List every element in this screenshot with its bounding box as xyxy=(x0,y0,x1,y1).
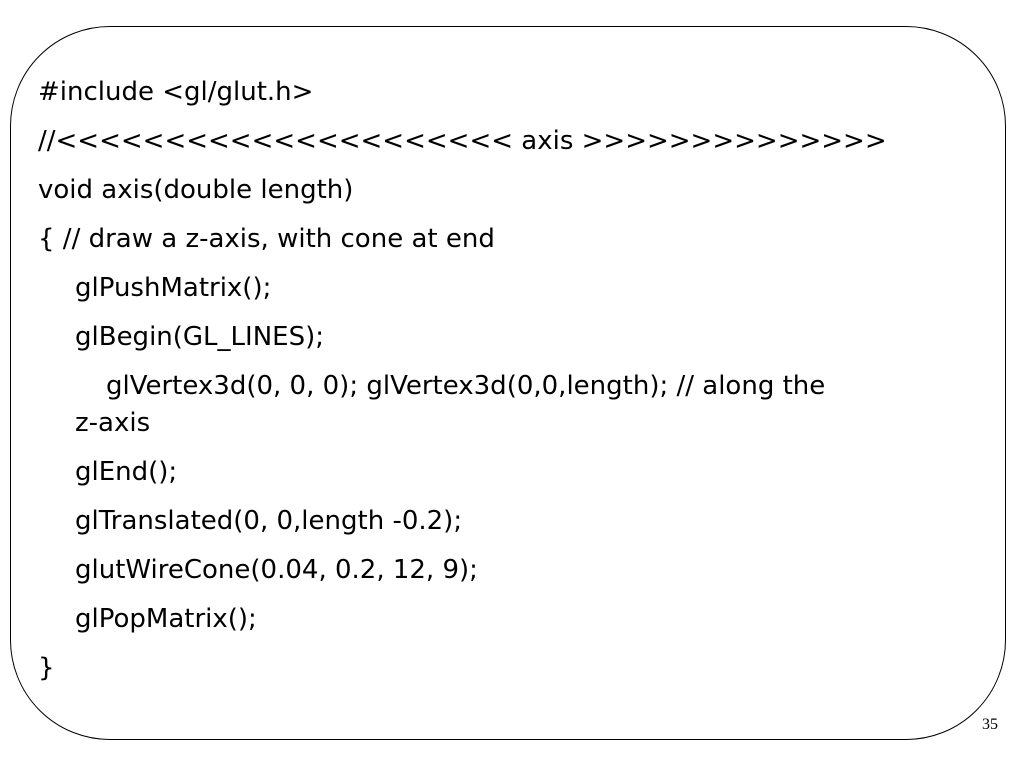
code-line-translate: glTranslated(0, 0,length -0.2); xyxy=(75,506,463,536)
code-line-wire-cone: glutWireCone(0.04, 0.2, 12, 9); xyxy=(75,555,478,585)
code-line-include: #include <gl/glut.h> xyxy=(38,77,314,107)
page-number: 35 xyxy=(982,716,998,733)
code-line-function-signature: void axis(double length) xyxy=(38,175,354,205)
code-line-pop-matrix: glPopMatrix(); xyxy=(75,604,257,634)
code-line-vertex-group: glVertex3d(0, 0, 0); glVertex3d(0,0,leng… xyxy=(38,368,968,442)
code-listing: #include <gl/glut.h> //<<<<<<<<<<<<<<<<<… xyxy=(38,74,968,699)
code-line-push-matrix: glPushMatrix(); xyxy=(75,273,272,303)
code-line-vertex-continuation: z-axis xyxy=(75,408,151,438)
code-line-close-brace: } xyxy=(38,653,55,683)
slide-frame xyxy=(10,26,1006,740)
code-line-open-brace: { // draw a z-axis, with cone at end xyxy=(38,224,495,254)
code-line-begin-lines: glBegin(GL_LINES); xyxy=(75,322,324,352)
code-line-end: glEnd(); xyxy=(75,457,178,487)
code-line-vertex: glVertex3d(0, 0, 0); glVertex3d(0,0,leng… xyxy=(106,371,826,401)
code-line-axis-comment: //<<<<<<<<<<<<<<<<<<<<< axis >>>>>>>>>>>… xyxy=(38,126,887,156)
